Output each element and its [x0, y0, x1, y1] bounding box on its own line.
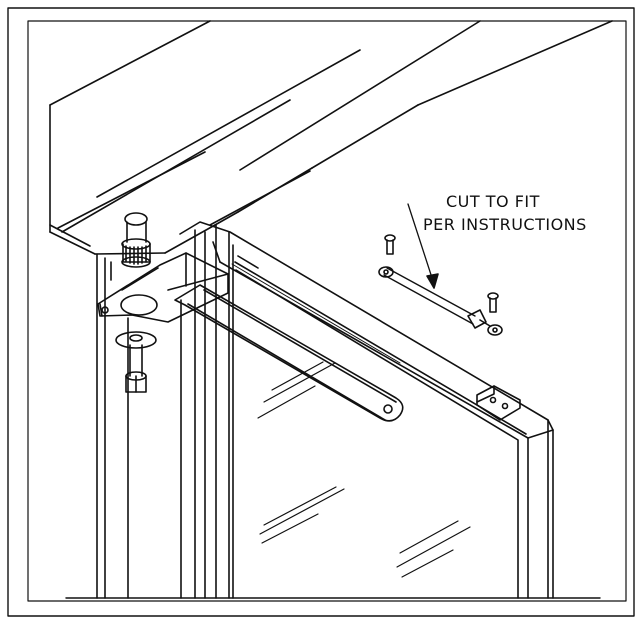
top-pivot-bolt: [121, 212, 151, 268]
callout-text-line-1: CUT TO FIT: [446, 192, 540, 211]
stop-block: [476, 385, 521, 421]
drawing-border: [7, 7, 635, 617]
callout-leader-arrow: [407, 203, 439, 289]
connecting-rod-assembly: [378, 266, 503, 336]
door-top-rail: [179, 221, 554, 599]
bottom-bolt-washer: [115, 331, 157, 393]
door-jamb: [96, 224, 234, 599]
mounting-bracket: [97, 252, 229, 323]
header-soffit: [49, 20, 613, 255]
bracket-hole: [120, 294, 158, 316]
glass-reflection-marks: [257, 361, 471, 578]
rod-pin-right: [487, 292, 499, 313]
rod-pin-left: [384, 234, 396, 255]
callout-text-line-2: PER INSTRUCTIONS: [423, 215, 587, 234]
closer-arm: [174, 284, 404, 422]
